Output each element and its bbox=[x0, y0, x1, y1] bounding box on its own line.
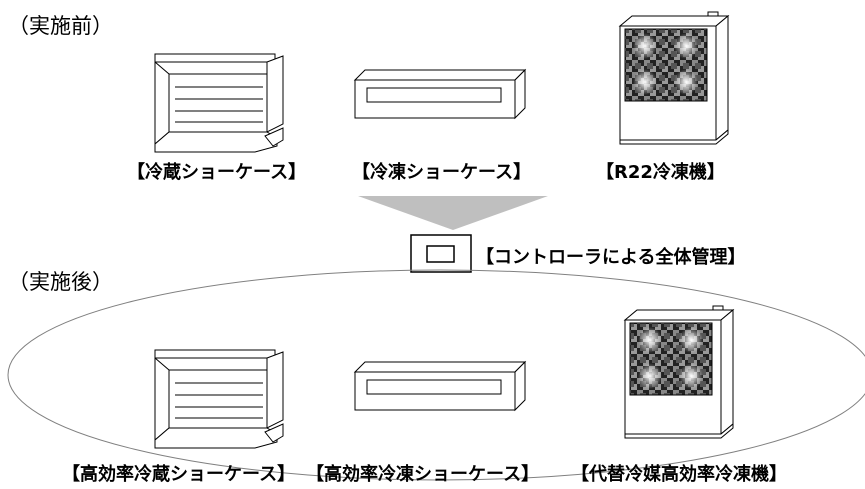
after-refrigerated-showcase-label: 【高効率冷蔵ショーケース】 bbox=[62, 464, 296, 485]
after-refrigerated-showcase-icon bbox=[154, 349, 284, 449]
after-refrigerator-unit-label: 【代替冷媒高効率冷凍機】 bbox=[571, 464, 787, 485]
before-heading: （実施前） bbox=[8, 14, 113, 38]
after-group-ellipse bbox=[7, 269, 865, 481]
before-frozen-showcase-icon bbox=[354, 69, 526, 119]
before-refrigerated-showcase-icon bbox=[154, 53, 284, 153]
before-frozen-showcase-label: 【冷凍ショーケース】 bbox=[352, 162, 532, 183]
controller-label: 【コントローラによる全体管理】 bbox=[476, 247, 746, 268]
controller-icon bbox=[410, 234, 472, 273]
after-refrigerator-unit-icon bbox=[624, 305, 734, 439]
after-frozen-showcase-label: 【高効率冷凍ショーケース】 bbox=[306, 464, 540, 485]
before-refrigerator-unit-label: 【R22冷凍機】 bbox=[596, 162, 725, 183]
before-refrigerated-showcase-label: 【冷蔵ショーケース】 bbox=[127, 162, 307, 183]
after-frozen-showcase-icon bbox=[354, 361, 526, 411]
before-refrigerator-unit-icon bbox=[619, 11, 729, 145]
after-heading: （実施後） bbox=[8, 270, 113, 294]
transition-arrow bbox=[358, 196, 548, 230]
